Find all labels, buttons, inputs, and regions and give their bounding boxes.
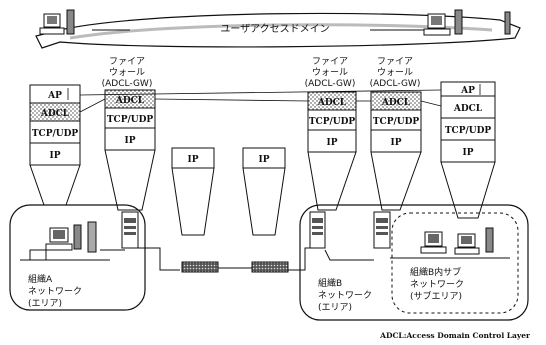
network-a-label: 組織A ネットワーク (エリア) [28,273,82,309]
firewall-label-1: ファイア ウォール (ADCL-GW) [102,57,153,89]
svg-text:ADCL: ADCL [317,98,347,108]
svg-text:(ADCL-GW): (ADCL-GW) [305,79,356,89]
svg-text:ファイア: ファイア [312,57,348,67]
stack-router-1: IP [172,148,214,235]
router-1-icon [182,262,218,272]
computer-icon [40,10,74,34]
svg-text:AP: AP [47,91,62,101]
svg-text:ADCL: ADCL [40,109,70,119]
computer-icon [30,222,96,260]
svg-text:(ADCL-GW): (ADCL-GW) [370,79,421,89]
svg-text:IP: IP [327,138,338,148]
svg-text:ウォール: ウォール [377,67,413,78]
svg-text:IP: IP [125,136,136,146]
firewall-server-icon [374,212,390,248]
svg-text:ファイア: ファイア [377,57,413,67]
svg-text:(ADCL-GW): (ADCL-GW) [102,79,153,89]
svg-text:ADCL: ADCL [381,98,411,108]
svg-text:組織B: 組織B [318,277,342,289]
firewall-label-2: ファイア ウォール (ADCL-GW) [305,57,356,89]
stack-firewall-2: ADCL TCP/UDP IP [308,92,356,210]
svg-text:ファイア: ファイア [109,57,145,67]
svg-text:IP: IP [50,151,61,161]
subnet-b-label: 組織B内サブ ネットワーク (サブエリア) [410,266,464,302]
svg-text:TCP/UDP: TCP/UDP [107,115,154,125]
backbone-network [138,248,312,272]
svg-text:組織B内サブ: 組織B内サブ [410,266,461,278]
network-a-area: 組織A ネットワーク (エリア) [10,205,145,310]
svg-text:ネットワーク: ネットワーク [410,279,464,290]
svg-text:TCP/UDP: TCP/UDP [309,117,356,127]
svg-text:ネットワーク: ネットワーク [28,286,82,297]
svg-text:ウォール: ウォール [312,67,348,78]
svg-text:(エリア): (エリア) [28,299,62,309]
footnote: ADCL:Access Domain Control Layer [379,331,531,340]
svg-text:ADCL: ADCL [453,104,483,114]
computer-icon [421,232,446,253]
svg-text:TCP/UDP: TCP/UDP [373,117,420,127]
network-b-area: 組織B ネットワーク (エリア) 組織B内サブ ネットワーク (サブエリア) [300,205,528,320]
svg-text:IP: IP [188,155,199,165]
svg-text:TCP/UDP: TCP/UDP [445,126,492,136]
svg-text:IP: IP [463,148,474,158]
network-b-label: 組織B ネットワーク (エリア) [318,277,372,313]
svg-text:AP: AP [460,86,475,96]
svg-text:IP: IP [391,138,402,148]
router-2-icon [252,262,288,272]
domain-label: ユーザアクセスドメイン [220,23,329,35]
computer-icon [424,10,510,35]
stack-firewall-1: ADCL TCP/UDP IP [105,90,155,210]
svg-text:TCP/UDP: TCP/UDP [32,129,79,139]
stack-left-host: AP ADCL TCP/UDP IP [30,85,80,205]
svg-text:ADCL: ADCL [115,96,145,106]
stack-right-host: AP ADCL TCP/UDP IP [441,82,495,218]
computer-icon [455,228,493,254]
stack-firewall-3: ADCL TCP/UDP IP [371,92,421,210]
svg-text:組織A: 組織A [28,273,53,285]
firewall-server-icon [310,212,325,248]
firewall-server-icon [122,212,138,248]
svg-text:IP: IP [259,155,270,165]
svg-text:(エリア): (エリア) [318,303,352,313]
svg-text:ネットワーク: ネットワーク [318,290,372,301]
user-access-domain: ユーザアクセスドメイン [36,10,520,48]
stack-router-2: IP [243,148,285,235]
svg-text:(サブエリア): (サブエリア) [410,290,462,302]
svg-text:ウォール: ウォール [109,67,145,78]
firewall-label-3: ファイア ウォール (ADCL-GW) [370,57,421,89]
